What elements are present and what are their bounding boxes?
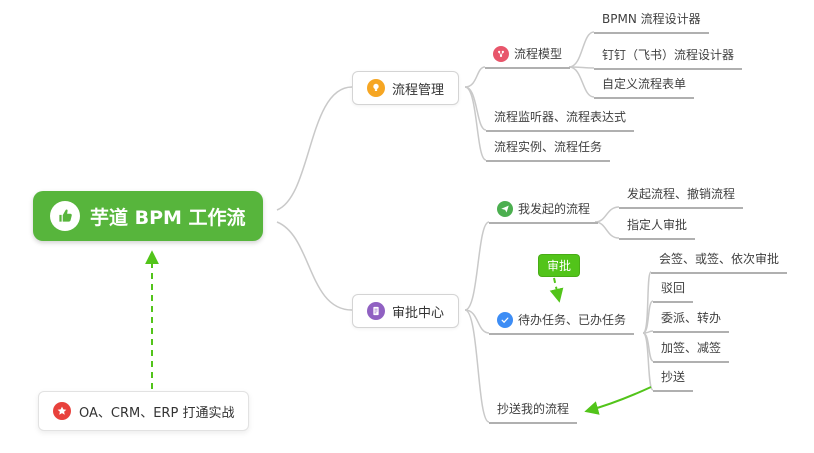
tag-to-todo-arrow [549, 277, 564, 303]
node-label: 抄送我的流程 [497, 402, 570, 416]
node-my-started[interactable]: 我发起的流程 [489, 197, 599, 224]
node-label: 驳回 [661, 281, 686, 295]
node-todo-done[interactable]: 待办任务、已办任务 [489, 308, 635, 335]
node-label: 钉钉（飞书）流程设计器 [602, 48, 735, 62]
root-label: 芋道 BPM 工作流 [90, 206, 246, 229]
node-countersign[interactable]: 会签、或签、依次审批 [651, 247, 788, 274]
node-label: 自定义流程表单 [602, 77, 687, 91]
node-label: 流程管理 [392, 82, 445, 98]
node-label: 流程监听器、流程表达式 [494, 110, 627, 124]
node-start-cancel[interactable]: 发起流程、撤销流程 [619, 182, 744, 209]
node-delegate-transfer[interactable]: 委派、转办 [653, 306, 730, 333]
node-label: 委派、转办 [661, 311, 722, 325]
node-label: BPMN 流程设计器 [602, 12, 701, 26]
branch-curves [276, 31, 654, 423]
green-arrows [145, 250, 652, 415]
node-label: 流程实例、流程任务 [494, 140, 603, 154]
node-process-model[interactable]: 流程模型 [485, 42, 571, 69]
check-icon [497, 311, 513, 328]
node-add-reduce-sign[interactable]: 加签、减签 [653, 336, 730, 363]
paper-plane-icon [497, 200, 513, 217]
node-cc-me[interactable]: 抄送我的流程 [489, 397, 578, 424]
root-node[interactable]: 芋道 BPM 工作流 [33, 191, 263, 241]
node-label: 会签、或签、依次审批 [659, 252, 780, 266]
cc-to-ccme-arrow [584, 386, 652, 415]
node-dingtalk-designer[interactable]: 钉钉（飞书）流程设计器 [594, 43, 743, 70]
node-bpmn-designer[interactable]: BPMN 流程设计器 [594, 7, 709, 34]
thumbs-up-icon [50, 201, 80, 231]
node-instance-task[interactable]: 流程实例、流程任务 [486, 135, 611, 162]
node-assignee-approval[interactable]: 指定人审批 [619, 213, 696, 240]
node-listener-expression[interactable]: 流程监听器、流程表达式 [486, 105, 635, 132]
lightbulb-icon [367, 79, 385, 97]
note-label: OA、CRM、ERP 打通实战 [79, 405, 235, 421]
node-custom-form[interactable]: 自定义流程表单 [594, 72, 695, 99]
note-node[interactable]: OA、CRM、ERP 打通实战 [38, 391, 250, 431]
node-label: 审批中心 [392, 305, 445, 321]
approval-tag[interactable]: 审批 [538, 254, 581, 277]
node-label: 待办任务、已办任务 [518, 313, 627, 327]
node-process-management[interactable]: 流程管理 [352, 71, 460, 105]
node-reject[interactable]: 驳回 [653, 276, 694, 303]
node-label: 加签、减签 [661, 341, 722, 355]
nodes-icon [493, 45, 509, 62]
document-icon [367, 302, 385, 320]
node-label: 指定人审批 [627, 218, 688, 232]
node-label: 我发起的流程 [518, 202, 591, 216]
node-approval-center[interactable]: 审批中心 [352, 294, 460, 328]
node-cc[interactable]: 抄送 [653, 365, 694, 392]
node-label: 抄送 [661, 370, 686, 384]
node-label: 流程模型 [514, 47, 563, 61]
star-icon [53, 402, 71, 420]
node-label: 发起流程、撤销流程 [627, 187, 736, 201]
